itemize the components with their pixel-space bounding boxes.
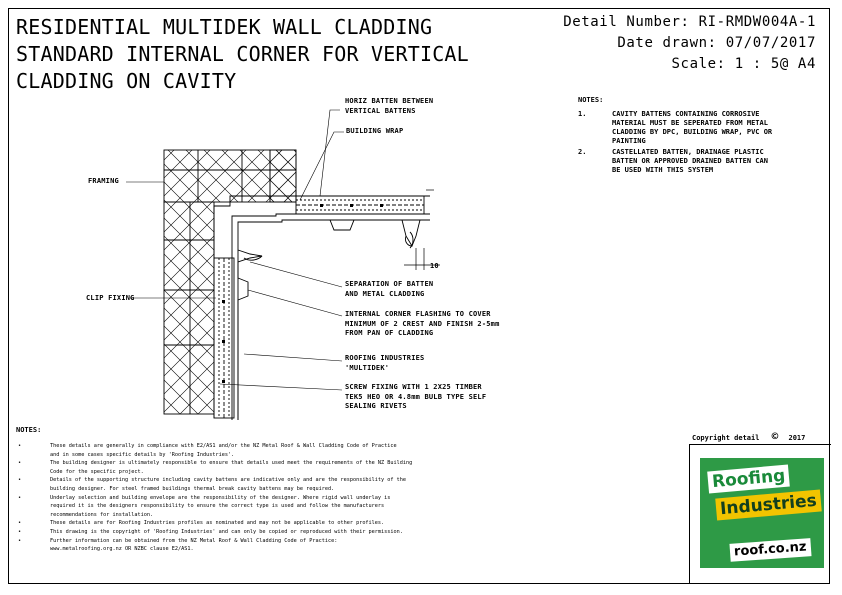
notes-right: 1. CAVITY BATTENS CONTAINING CORROSIVE M…: [578, 110, 772, 177]
framing-vertical: [163, 201, 215, 415]
copyright-line: Copyright detail © 2017: [692, 430, 806, 443]
drawing-title: RESIDENTIAL MULTIDEK WALL CLADDING STAND…: [16, 14, 469, 95]
label-flashing: INTERNAL CORNER FLASHING TO COVER MINIMU…: [345, 310, 500, 337]
copyright-icon: ©: [771, 430, 779, 443]
multidek-cladding-horizontal: [282, 219, 430, 249]
note-item: 1. CAVITY BATTENS CONTAINING CORROSIVE M…: [578, 110, 773, 145]
drawing-border: [8, 8, 830, 584]
detail-number: Detail Number: RI-RMDW004A-1: [563, 14, 816, 30]
vertical-batten: [213, 257, 235, 419]
dimension-10: [404, 189, 440, 270]
label-separation: SEPARATION OF BATTEN AND METAL CLADDING: [345, 280, 434, 298]
title-line-1: RESIDENTIAL MULTIDEK WALL CLADDING: [16, 15, 433, 39]
screw-fixings: [222, 204, 383, 383]
building-wrap: [213, 195, 430, 420]
label-horiz-batten: HORIZ BATTEN BETWEEN VERTICAL BATTENS: [345, 97, 434, 115]
label-screw-fixing: SCREW FIXING WITH 1 2X25 TIMBER TEK5 HEO…: [345, 383, 487, 410]
logo-word-industries: Industries: [715, 489, 822, 521]
logo-word-roofing: Roofing: [707, 464, 791, 494]
label-framing: FRAMING: [88, 177, 119, 185]
roofing-industries-logo: Roofing Industries roof.co.nz: [700, 458, 824, 568]
label-dimension: 10: [430, 262, 439, 270]
horizontal-batten: [295, 195, 425, 215]
label-clip-fixing: CLIP FIXING: [86, 294, 135, 302]
logo-panel: [689, 444, 831, 584]
note-bullet-item: •These details are for Roofing Industrie…: [18, 520, 385, 527]
note-bullet-item: •This drawing is the copyright of 'Roofi…: [18, 528, 403, 535]
note-bullet-item: •These details are generally in complian…: [18, 443, 397, 458]
notes-bottom-heading: NOTES:: [16, 426, 42, 434]
note-bullet-item: •Details of the supporting structure inc…: [18, 477, 407, 492]
title-block-meta: Detail Number: RI-RMDW004A-1 Date drawn:…: [563, 12, 816, 75]
notes-right-heading: NOTES:: [578, 96, 604, 104]
date-drawn: Date drawn: 07/07/2017: [617, 35, 816, 51]
note-bullet-item: •Further information can be obtained fro…: [18, 537, 338, 553]
logo-url: roof.co.nz: [729, 538, 812, 562]
label-product: ROOFING INDUSTRIES 'MULTIDEK': [345, 354, 425, 372]
note-item: 2. CASTELLATED BATTEN, DRAINAGE PLASTIC …: [578, 148, 768, 174]
multidek-cladding-vertical: [237, 249, 263, 420]
notes-bottom: •These details are generally in complian…: [16, 442, 436, 554]
scale: Scale: 1 : 5@ A4: [671, 56, 816, 72]
title-line-2: STANDARD INTERNAL CORNER FOR VERTICAL: [16, 42, 469, 66]
title-line-3: CLADDING ON CAVITY: [16, 69, 237, 93]
label-building-wrap: BUILDING WRAP: [346, 127, 404, 135]
leader-lines: [126, 109, 344, 391]
note-bullet-item: •Underlay selection and building envelop…: [18, 494, 391, 518]
note-bullet-item: •The building designer is ultimately res…: [18, 460, 413, 475]
framing-horizontal: [163, 149, 297, 203]
